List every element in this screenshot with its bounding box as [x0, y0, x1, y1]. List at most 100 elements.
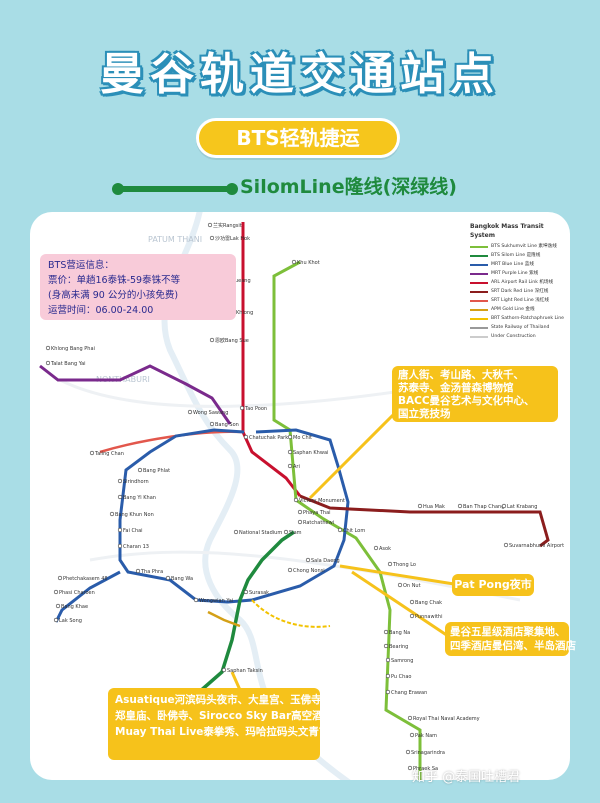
station-label: National Stadium	[239, 530, 282, 536]
station-dot	[287, 434, 293, 440]
info-line-1: BTS营运信息：	[48, 260, 114, 271]
dark-red-line	[241, 222, 302, 497]
legend-swatch	[470, 299, 488, 302]
station-dot	[283, 529, 289, 535]
legend-label: BTS Sukhumvit Line 素坤逸线	[491, 244, 557, 249]
station-label: 兰实Rangsit	[213, 222, 242, 229]
station-label: Bang Son	[215, 422, 239, 428]
station-label: Samrong	[391, 658, 413, 664]
callout-c4-line-2: 郑皇庙、卧佛寺、Sirocco Sky Bar高空酒吧、	[115, 710, 344, 722]
legend-label: ARL Airport Rail Link 机场线	[491, 280, 554, 285]
station-label: Charan 13	[123, 544, 149, 550]
station-label: 恩欧Bang Sue	[215, 337, 249, 344]
station-dot	[209, 421, 215, 427]
station-label: Bang Wa	[171, 576, 193, 582]
station-dot	[53, 589, 59, 595]
area-label-north: PATUM THANI	[148, 235, 202, 244]
legend-item: MRT Purple Line 紫线	[470, 269, 568, 278]
legend-item: State Railway of Thailand	[470, 323, 568, 332]
station-dot	[417, 503, 423, 509]
station-label: Pu Chao	[391, 674, 411, 680]
station-dot	[53, 617, 59, 623]
page-title: 曼谷轨道交通站点	[100, 49, 500, 100]
station-dot	[287, 463, 293, 469]
purple-line	[39, 364, 232, 425]
station-label: Fai Chai	[123, 528, 143, 534]
station-dot	[187, 409, 193, 415]
station-dot	[233, 529, 239, 535]
legend-swatch	[470, 290, 488, 293]
station-label: Siam	[289, 530, 302, 536]
callout-hotels: 曼谷五星级酒店聚集地、 四季酒店曼侣湾、半岛酒店	[445, 622, 576, 656]
silom-line-bar	[114, 186, 232, 192]
station-label: Thong Lo	[392, 562, 416, 568]
station-dot	[383, 643, 389, 649]
station-dot	[135, 568, 141, 574]
legend-swatch	[470, 245, 488, 248]
station-label: Victory Monument	[299, 498, 345, 504]
legend-title: Bangkok Mass Transit System	[470, 223, 544, 239]
station-label: Suvarnabhumi Airport	[509, 543, 564, 549]
info-line-2: 票价：单趟16泰铢-59泰铢不等	[48, 275, 181, 286]
legend-swatch	[470, 254, 488, 257]
station-label: On Nut	[403, 583, 421, 589]
station-dot	[293, 497, 299, 503]
station-dot	[291, 259, 297, 265]
station-label: Khu Khot	[297, 260, 320, 266]
legend-swatch	[470, 281, 488, 284]
station-label: Bang Na	[389, 630, 410, 636]
silom-line-dot-left	[112, 183, 124, 195]
callout-c1-line-3: BACC曼谷艺术与文化中心、	[398, 395, 535, 407]
station-label: Srinagarindra	[411, 750, 445, 756]
station-label: Royal Thai Naval Academy	[413, 716, 480, 722]
callout-patpong: Pat Pong夜市	[452, 574, 534, 596]
airport-rail-link	[299, 494, 550, 548]
callout-c1-line-1: 唐人街、考山路、大秋千、	[398, 369, 524, 381]
sukhumvit-line	[272, 260, 422, 780]
callout-asiatique: Asuatique河滨码头夜市、大皇宫、玉佛寺、 郑皇庙、卧佛寺、Sirocco…	[108, 688, 344, 760]
station-label: Lat Krabang	[507, 504, 537, 510]
station-dot	[137, 467, 143, 473]
station-label: Chang Erawan	[391, 690, 427, 696]
watermark: 知乎 @泰国吐槽君	[412, 770, 521, 785]
station-dot	[385, 657, 391, 663]
legend-item: BTS Sukhumvit Line 素坤逸线	[470, 242, 568, 251]
legend-label: State Railway of Thailand	[491, 325, 550, 330]
station-dot	[407, 765, 413, 771]
info-line-4: 运营时间：06.00-24.00	[48, 305, 154, 316]
station-label: Saphan Taksin	[227, 668, 263, 674]
station-label: Bearing	[389, 644, 408, 650]
station-dot	[243, 434, 249, 440]
station-label: Bang Khae	[61, 604, 88, 610]
station-dot	[45, 360, 51, 366]
station-label: Phraek Sa	[413, 766, 438, 772]
map-legend: Bangkok Mass Transit System BTS Sukhumvi…	[470, 222, 568, 341]
station-label: Ari	[293, 464, 300, 470]
station-dot	[207, 222, 213, 228]
station-label: Wongwian Yai	[199, 598, 233, 604]
station-dot	[305, 557, 311, 563]
callout-c1-line-2: 苏泰寺、金汤普森博物馆	[398, 382, 514, 394]
callout-c3-line-2: 四季酒店曼侣湾、半岛酒店	[450, 640, 576, 652]
brt-line	[251, 599, 331, 628]
legend-item: Under Construction	[470, 332, 568, 341]
station-label: Talat Bang Yai	[50, 361, 86, 367]
station-label: Mo Chit	[293, 435, 312, 441]
station-dot	[209, 337, 215, 343]
legend-label: BRT Sathorn-Ratchaphruek Line	[491, 316, 565, 321]
callout-c1-line-4: 国立竞技场	[398, 408, 451, 420]
legend-label: APM Gold Line 金线	[491, 307, 535, 312]
callout-c3-line-1: 曼谷五星级酒店聚集地、	[450, 626, 566, 638]
legend-label: SRT Dark Red Line 深红线	[491, 289, 549, 294]
legend-label: MRT Purple Line 紫线	[491, 271, 539, 276]
bts-pill-badge: BTS轻轨捷运	[196, 118, 400, 158]
legend-item: APM Gold Line 金线	[470, 305, 568, 314]
station-label: Lak Song	[59, 618, 82, 624]
station-dot	[409, 599, 415, 605]
station-label: Phasi Charoen	[59, 590, 95, 596]
blue-line	[118, 428, 350, 604]
station-label: Asok	[379, 546, 391, 552]
station-dot	[407, 715, 413, 721]
